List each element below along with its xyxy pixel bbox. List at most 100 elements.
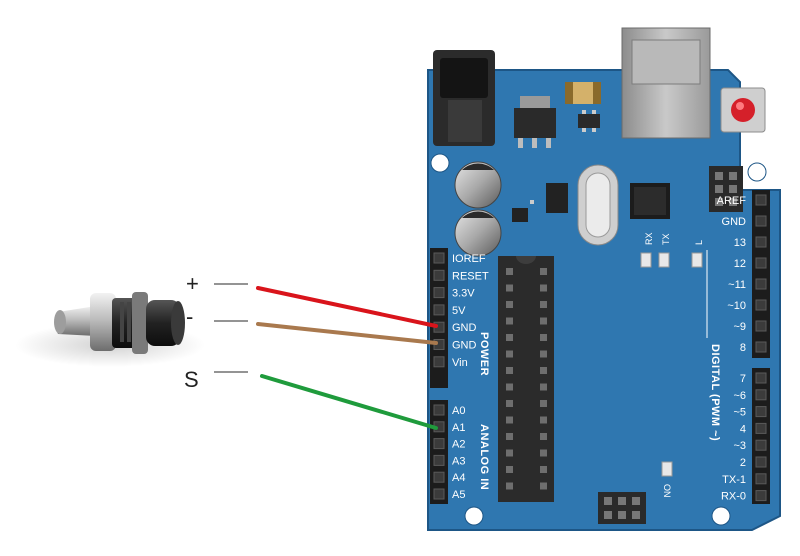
digital-pin bbox=[755, 320, 767, 332]
digital-pin bbox=[755, 236, 767, 248]
chip-pin bbox=[506, 350, 513, 358]
digital-pin-label: ~3 bbox=[733, 440, 746, 452]
digital-pin-label: AREF bbox=[717, 195, 747, 207]
on-label: ON bbox=[662, 484, 672, 498]
digital-pin-label: 2 bbox=[740, 457, 746, 469]
digital-pin-label: GND bbox=[722, 216, 747, 228]
tx-led bbox=[658, 252, 670, 268]
chip-pin bbox=[540, 367, 547, 374]
digital-pin-label: 8 bbox=[740, 342, 746, 354]
power-pin-label: GND bbox=[452, 340, 477, 352]
analog-pin-label: A0 bbox=[452, 405, 465, 417]
digital-pin bbox=[755, 439, 767, 451]
digital-pin bbox=[755, 194, 767, 206]
chip-pin bbox=[540, 284, 547, 292]
on-led bbox=[661, 461, 673, 477]
digital-pin-label: 13 bbox=[734, 237, 746, 249]
chip-pin bbox=[506, 433, 513, 440]
wire-label-signal: S bbox=[184, 367, 199, 392]
digital-pin-label: 7 bbox=[740, 373, 746, 385]
digital-header-title: DIGITAL (PWM ~) bbox=[709, 344, 721, 441]
analog-pin bbox=[433, 471, 445, 483]
l-led bbox=[691, 252, 703, 268]
power-pin bbox=[433, 304, 445, 316]
tx-label: TX bbox=[661, 233, 671, 245]
digital-pin bbox=[755, 372, 767, 384]
power-pin-label: GND bbox=[452, 322, 477, 334]
analog-pin bbox=[433, 488, 445, 500]
chip-pin bbox=[540, 350, 547, 358]
reset-button bbox=[720, 87, 766, 133]
chip-pin bbox=[506, 301, 513, 308]
pressure-sensor bbox=[15, 292, 205, 367]
digital-pin-label: 4 bbox=[740, 423, 746, 435]
digital-header-top bbox=[752, 190, 770, 358]
l-label: L bbox=[694, 240, 704, 245]
digital-pin-label: ~9 bbox=[733, 321, 746, 333]
chip-pin bbox=[540, 466, 547, 473]
dc-power-jack bbox=[433, 50, 495, 146]
chip-pin bbox=[540, 301, 547, 308]
chip-pin bbox=[540, 317, 547, 325]
usb-controller-chip bbox=[630, 183, 670, 219]
mounting-hole bbox=[430, 153, 450, 173]
wire-label-negative: - bbox=[186, 304, 193, 329]
analog-pin bbox=[433, 404, 445, 416]
chip-pin bbox=[540, 400, 547, 407]
crystal-oscillator bbox=[577, 164, 619, 246]
wire-ground bbox=[256, 322, 438, 345]
chip-pin bbox=[506, 466, 513, 473]
analog-header-title: ANALOG IN bbox=[478, 424, 490, 490]
analog-pin-label: A2 bbox=[452, 439, 465, 451]
chip-pin bbox=[540, 433, 547, 440]
chip-pin bbox=[540, 449, 547, 457]
digital-pin-label: ~10 bbox=[727, 300, 746, 312]
power-pin bbox=[433, 356, 445, 368]
digital-pin-label: RX-0 bbox=[721, 491, 746, 503]
mounting-hole bbox=[747, 162, 767, 182]
analog-pin-label: A1 bbox=[452, 422, 465, 434]
electrolytic-capacitor bbox=[454, 161, 502, 209]
icsp-header-bottom bbox=[598, 492, 646, 524]
digital-pin bbox=[755, 389, 767, 401]
mounting-hole bbox=[711, 506, 731, 526]
digital-pin bbox=[755, 490, 767, 502]
wire-signal bbox=[260, 374, 438, 430]
digital-pin-label: ~11 bbox=[728, 279, 746, 291]
chip-pin bbox=[506, 449, 513, 457]
digital-pin bbox=[755, 341, 767, 353]
digital-pin-label: 12 bbox=[734, 258, 746, 270]
power-header-title: POWER bbox=[478, 332, 490, 376]
digital-pin-label: TX-1 bbox=[722, 474, 746, 486]
digital-pin-label: ~6 bbox=[733, 390, 746, 402]
analog-pin bbox=[433, 438, 445, 450]
digital-pin bbox=[755, 422, 767, 434]
digital-pin bbox=[755, 278, 767, 290]
diode bbox=[578, 110, 600, 132]
digital-pin-label: ~5 bbox=[733, 407, 746, 419]
chip-pin bbox=[506, 482, 513, 490]
analog-pin bbox=[433, 454, 445, 466]
power-pin-label: Vin bbox=[452, 357, 468, 369]
chip-pin bbox=[506, 400, 513, 407]
digital-pin bbox=[755, 473, 767, 485]
power-pin bbox=[433, 252, 445, 264]
chip-pin bbox=[506, 284, 513, 292]
digital-pin bbox=[755, 257, 767, 269]
power-pin-label: RESET bbox=[452, 270, 489, 282]
wire-positive bbox=[256, 286, 438, 328]
chip-pin bbox=[540, 383, 547, 391]
mounting-hole bbox=[464, 506, 484, 526]
power-pin-label: 5V bbox=[452, 305, 466, 317]
chip-pin bbox=[506, 416, 513, 424]
analog-pin-label: A5 bbox=[452, 489, 465, 501]
chip-pin bbox=[506, 383, 513, 391]
digital-pin bbox=[755, 406, 767, 418]
digital-pin bbox=[755, 215, 767, 227]
icsp-header-top bbox=[709, 166, 743, 212]
wire-label-positive: + bbox=[186, 271, 199, 296]
chip-pin bbox=[506, 334, 513, 341]
smd-component bbox=[530, 200, 534, 204]
